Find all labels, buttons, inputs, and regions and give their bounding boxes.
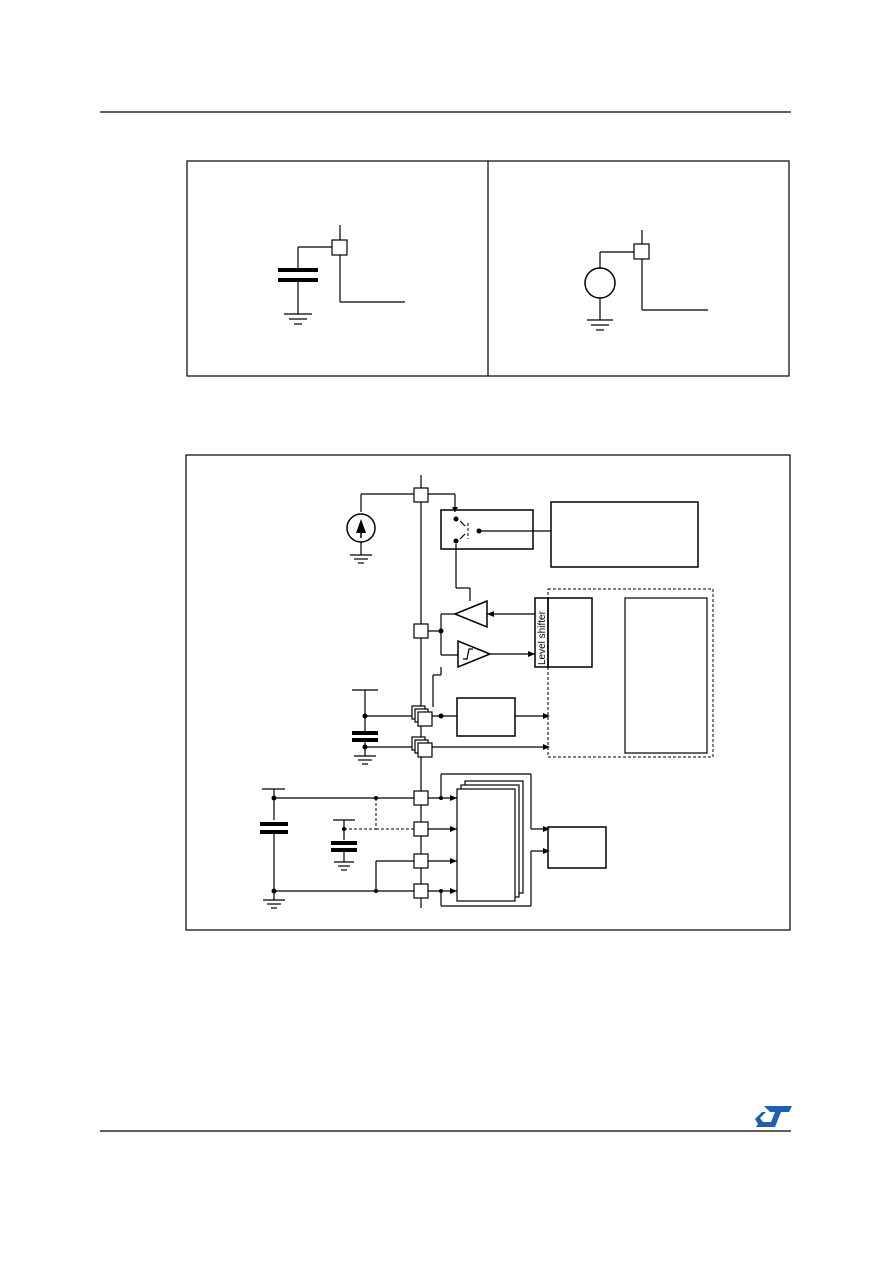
core-region bbox=[547, 588, 714, 758]
converter-block-front bbox=[456, 788, 516, 902]
ground-icon bbox=[587, 319, 613, 331]
figure-block-frame bbox=[185, 454, 791, 931]
ground-icon bbox=[334, 861, 354, 871]
switch-block bbox=[440, 509, 534, 550]
schmitt-buffer bbox=[457, 639, 492, 669]
pin-box bbox=[413, 821, 429, 837]
pin-box bbox=[413, 623, 429, 639]
st-logo-icon bbox=[755, 1106, 792, 1127]
adc-output-block bbox=[547, 826, 607, 869]
capacitor-icon bbox=[278, 268, 318, 282]
ground-icon bbox=[354, 755, 376, 765]
pin-box bbox=[413, 487, 429, 503]
ground-icon bbox=[350, 554, 372, 564]
pin-box bbox=[413, 883, 429, 899]
block-diagram: Level shifter bbox=[260, 475, 714, 909]
capacitor-icon bbox=[352, 731, 378, 742]
level-shifter-label: Level shifter bbox=[537, 610, 548, 665]
logic-block bbox=[547, 597, 593, 668]
ground-icon bbox=[263, 899, 285, 909]
core-block bbox=[624, 597, 708, 754]
schematic-capacitor-pin bbox=[278, 225, 405, 325]
photodiode-icon bbox=[346, 513, 376, 543]
stacked-pin-boxes bbox=[411, 705, 433, 758]
pin-box bbox=[633, 243, 650, 260]
regulator-block bbox=[456, 697, 516, 737]
schematic-source-pin bbox=[584, 230, 708, 331]
pin-box bbox=[413, 853, 429, 869]
capacitor-icon bbox=[260, 822, 288, 834]
pin-box bbox=[413, 790, 429, 806]
pin-box bbox=[331, 239, 348, 256]
control-block bbox=[550, 501, 699, 568]
ground-icon bbox=[284, 313, 312, 325]
source-circle-icon bbox=[584, 267, 616, 299]
figure-top-frame bbox=[186, 160, 790, 377]
capacitor-icon bbox=[331, 841, 357, 852]
output-buffer bbox=[453, 599, 488, 629]
